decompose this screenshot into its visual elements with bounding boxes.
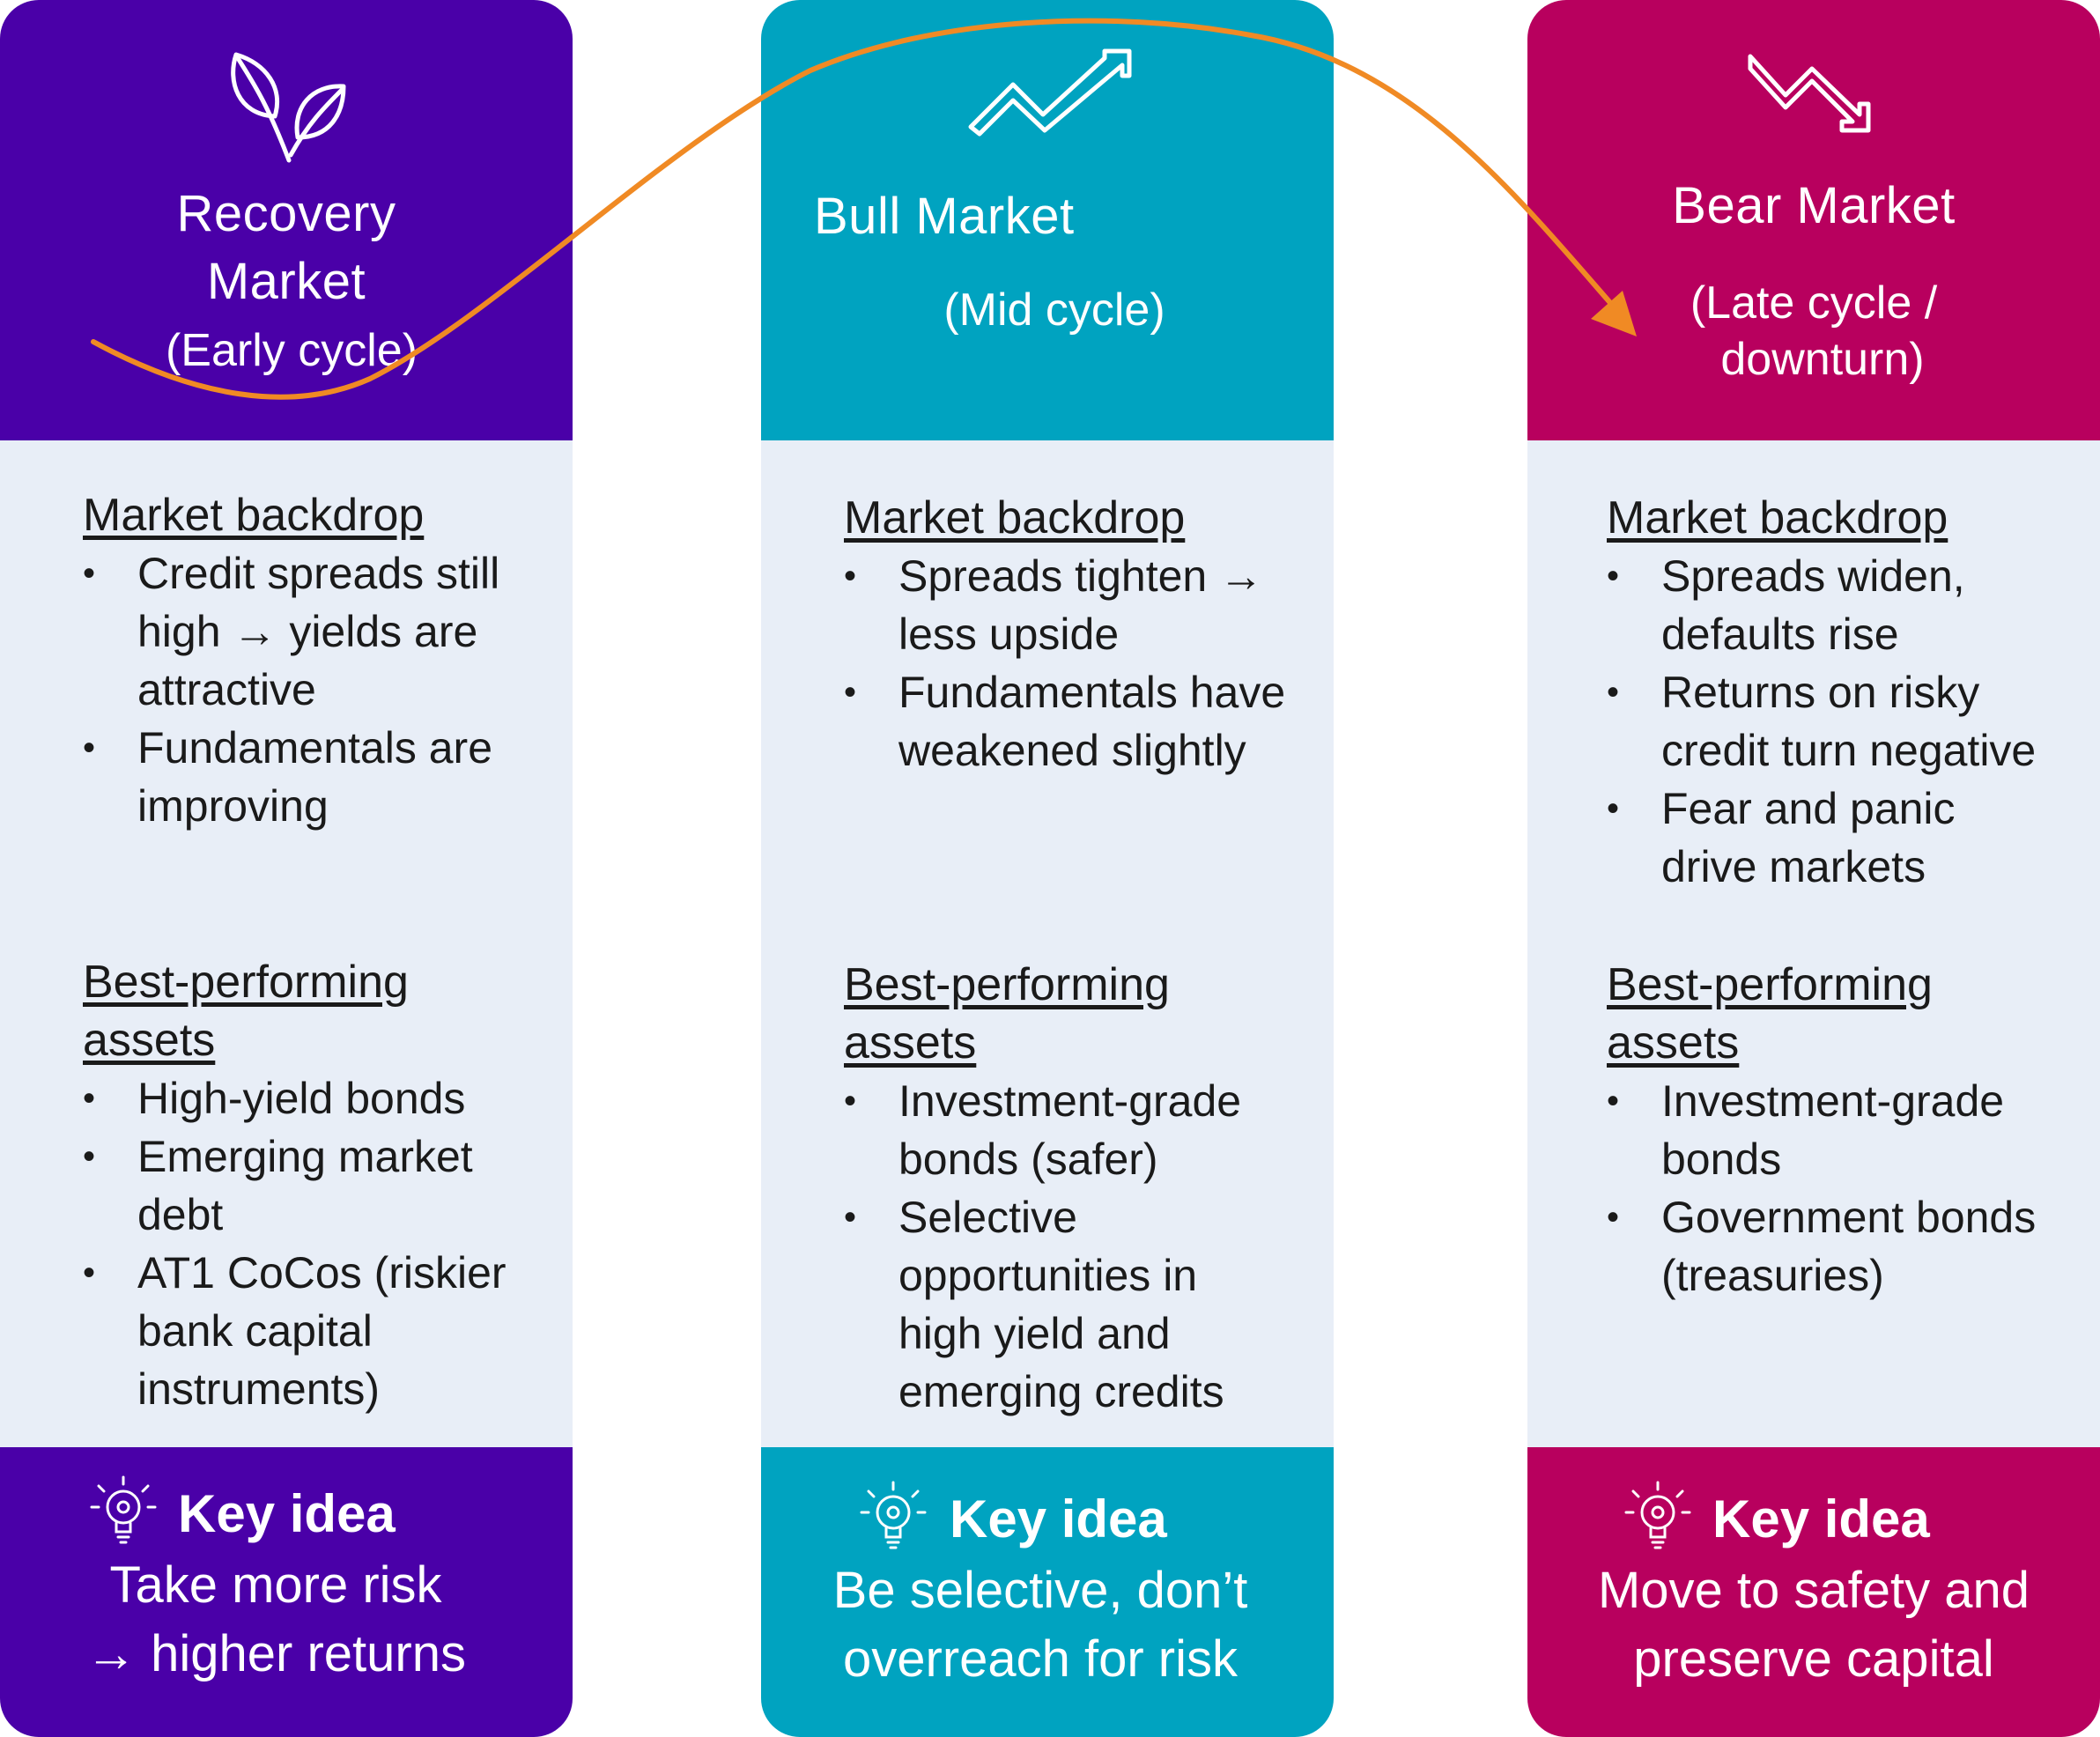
recovery-market-backdrop: Market backdrop Credit spreads stillhigh… — [83, 486, 546, 835]
recovery-body: Market backdrop Credit spreads stillhigh… — [0, 440, 573, 1447]
key-idea-line2: → higher returns — [85, 1625, 466, 1682]
bear-subtitle-line1: (Late cycle / — [1690, 277, 1938, 329]
key-idea-line1: Take more risk — [109, 1556, 442, 1614]
bull-title: Bull Market — [814, 188, 1075, 245]
recovery-header: Recovery Market (Early cycle) — [0, 0, 573, 440]
column-recovery-market: Recovery Market (Early cycle) Market bac… — [0, 0, 573, 1737]
lightbulb-icon — [860, 1481, 927, 1549]
list-item: High-yield bonds — [83, 1069, 546, 1127]
section-title-market-backdrop: Market backdrop — [1607, 492, 1948, 543]
bear-key-idea: Key idea Move to safety and preserve cap… — [1527, 1447, 2100, 1737]
recovery-subtitle: (Early cycle) — [165, 325, 418, 376]
section-title-market-backdrop: Market backdrop — [83, 490, 425, 541]
recovery-title-line1: Recovery — [176, 185, 396, 242]
bull-key-idea: Key idea Be selective, don’t overreach f… — [761, 1447, 1334, 1737]
recovery-key-idea: Key idea Take more risk → higher returns — [0, 1447, 573, 1737]
key-idea-title: Key idea — [950, 1489, 1167, 1549]
lightbulb-icon — [1624, 1481, 1691, 1549]
lightbulb-icon — [90, 1475, 157, 1544]
key-idea-line1: Move to safety and — [1597, 1562, 2030, 1619]
list-item: Spreads tighten →less upside — [844, 547, 1307, 663]
bull-header: Bull Market (Mid cycle) — [761, 0, 1334, 440]
section-title-market-backdrop: Market backdrop — [844, 492, 1186, 543]
column-bull-market: Bull Market (Mid cycle) Market backdrop … — [761, 0, 1334, 1737]
bear-header: Bear Market (Late cycle / downturn) — [1527, 0, 2100, 440]
leaf-icon — [231, 52, 346, 163]
bull-subtitle: (Mid cycle) — [943, 285, 1165, 336]
list-item: Government bonds(treasuries) — [1607, 1188, 2074, 1305]
trend-down-icon — [1748, 54, 1871, 133]
list-item: Spreads widen,defaults rise — [1607, 547, 2074, 663]
key-idea-title: Key idea — [178, 1484, 396, 1543]
key-idea-line2: preserve capital — [1633, 1630, 1994, 1688]
bear-market-backdrop: Market backdrop Spreads widen,defaults r… — [1607, 489, 2074, 896]
bull-market-backdrop: Market backdrop Spreads tighten →less up… — [844, 489, 1307, 780]
bear-subtitle-line2: downturn) — [1720, 334, 1925, 385]
key-idea-line1: Be selective, don’t — [832, 1562, 1248, 1619]
key-idea-title: Key idea — [1712, 1489, 1930, 1549]
bear-title: Bear Market — [1672, 177, 1956, 234]
bull-body: Market backdrop Spreads tighten →less up… — [761, 440, 1334, 1447]
bear-body: Market backdrop Spreads widen,defaults r… — [1527, 440, 2100, 1447]
key-idea-line2: overreach for risk — [842, 1630, 1239, 1688]
column-bear-market: Bear Market (Late cycle / downturn) Mark… — [1527, 0, 2100, 1737]
recovery-title-line2: Market — [206, 253, 366, 310]
trend-up-icon — [968, 48, 1132, 137]
